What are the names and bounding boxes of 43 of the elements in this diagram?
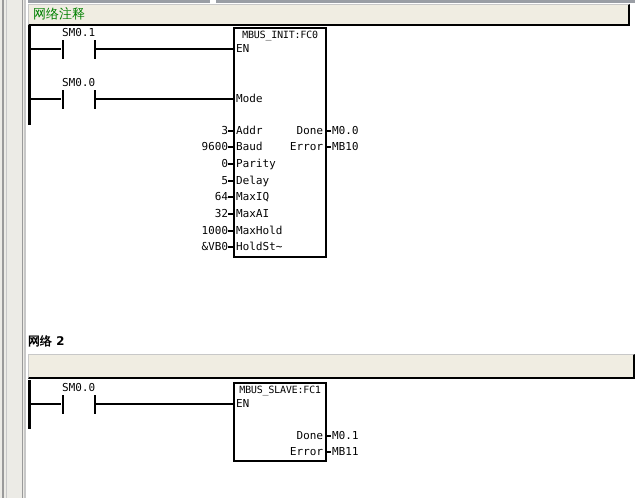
wire [96, 98, 233, 100]
pin-name: EN [236, 42, 250, 56]
pin-value: 64 [214, 190, 228, 204]
pin-name: Parity [236, 157, 276, 171]
pin-value: 5 [221, 174, 228, 188]
pin-value: 3 [221, 124, 228, 138]
comment-bar [28, 354, 635, 379]
pin-name: MaxIQ [236, 190, 270, 204]
pin-name: MaxAI [236, 207, 270, 221]
contact-address: SM0.0 [62, 381, 96, 395]
pin-name: Delay [236, 174, 270, 188]
power-rail [28, 380, 31, 429]
pin-value: 32 [214, 207, 228, 221]
pin-value: MB11 [332, 445, 358, 459]
pin-name: Done [296, 124, 323, 138]
pin-value: M0.0 [332, 124, 358, 138]
pin-value: &VB0 [202, 240, 228, 254]
contact-address: SM0.1 [62, 26, 96, 40]
pin-value: 1000 [202, 224, 228, 238]
pin-name: Error [290, 140, 323, 154]
pin-name: HoldSt~ [236, 240, 282, 254]
pin-name: Mode [236, 92, 262, 106]
wire [96, 48, 233, 50]
pin-value: 0 [221, 157, 228, 171]
pin-name: MaxHold [236, 224, 282, 238]
pin-value: 9600 [202, 140, 228, 154]
pin-name: Done [296, 429, 323, 443]
power-rail [28, 25, 31, 125]
wire [31, 403, 61, 405]
pin-value: MB10 [332, 140, 358, 154]
wire [96, 403, 233, 405]
network-heading: 网络 2 [28, 334, 65, 349]
pin-value: M0.1 [332, 429, 358, 443]
block-title: MBUS_INIT:FC0 [241, 29, 319, 43]
contact-address: SM0.0 [62, 76, 96, 90]
wire [31, 48, 61, 50]
pin-name: Addr [236, 124, 262, 138]
wire [31, 98, 61, 100]
comment-bar: 网络注释 [28, 4, 630, 26]
block-title: MBUS_SLAVE:FC1 [238, 384, 322, 398]
pin-name: Baud [236, 140, 262, 154]
pin-name: EN [236, 397, 250, 411]
pin-name: Error [290, 445, 323, 459]
